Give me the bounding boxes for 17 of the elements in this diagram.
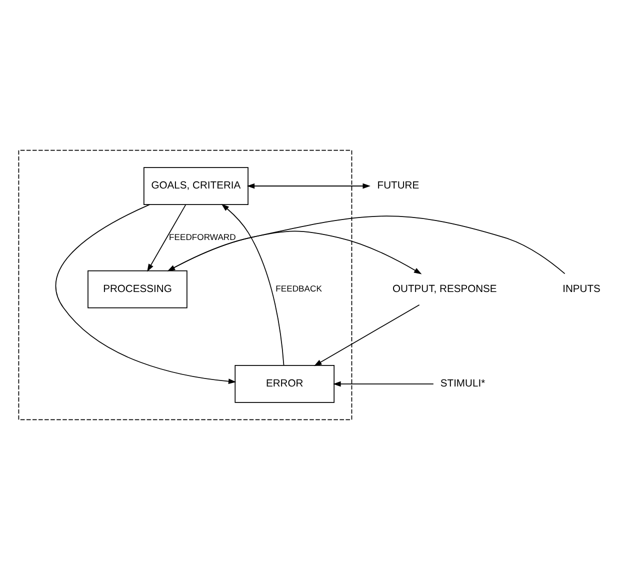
cluster — [18, 150, 352, 420]
node-box: GOALS, CRITERIA — [143, 167, 248, 205]
arrow — [314, 304, 420, 366]
arrow — [147, 204, 186, 272]
node-box: PROCESSING — [88, 270, 188, 308]
node-text: FUTURE — [377, 180, 420, 192]
node-text: OUTPUT, RESPONSE — [392, 284, 497, 295]
edge-label: FEEDFORWARD — [169, 232, 236, 242]
arrow — [167, 216, 566, 274]
arrow — [333, 381, 434, 387]
arrow — [221, 204, 284, 366]
arrow — [55, 204, 236, 384]
arrow — [168, 230, 422, 274]
edge-label: FEEDBACK — [276, 283, 322, 294]
node-text: STIMULI* — [440, 378, 486, 390]
node-text: INPUTS — [562, 284, 600, 295]
node-box: ERROR — [234, 365, 335, 403]
